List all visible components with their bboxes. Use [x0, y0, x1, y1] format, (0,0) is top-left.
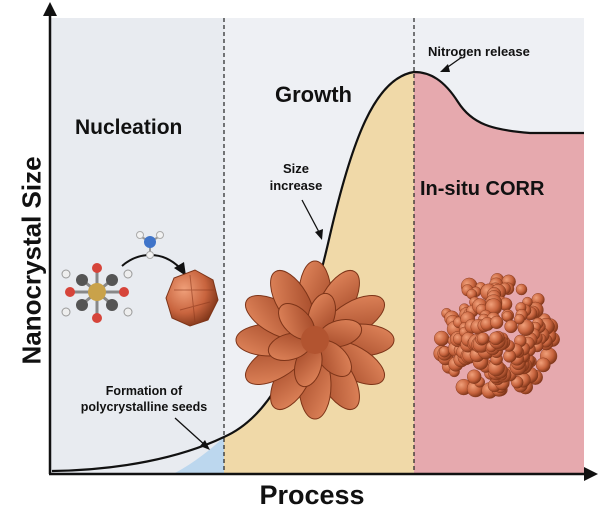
cluster-particle — [434, 330, 450, 347]
seed-region-fill — [175, 437, 224, 473]
size-pointer-arrowhead-icon — [315, 229, 323, 240]
cluster-particle — [489, 331, 503, 346]
cluster-particle — [514, 313, 525, 325]
seeds-pointer-arrowhead-icon — [200, 440, 210, 450]
x-axis-arrow-icon — [584, 467, 598, 481]
nucleation-label: Nucleation — [75, 116, 183, 139]
cluster-particle — [502, 310, 513, 322]
corr-label: In-situ CORR — [420, 178, 545, 200]
nitrogen-annotation: Nitrogen release — [428, 44, 530, 59]
size-pointer-arrow — [301, 199, 321, 235]
nucleation-region — [50, 18, 224, 473]
size-annotation-line1: Size — [282, 161, 309, 176]
size-curve — [51, 70, 584, 473]
precursor-molecule-icon — [61, 263, 133, 323]
seeds-annotation-line2: polycrystalline seeds — [80, 400, 208, 414]
cluster-particle — [504, 319, 518, 334]
cluster-particle — [476, 332, 490, 345]
y-axis-arrow-icon — [43, 2, 57, 16]
cluster-particle — [515, 283, 528, 296]
cluster-particle — [467, 369, 482, 384]
nanoparticle-cluster-icon — [433, 273, 560, 399]
nitrogen-pointer-arrowhead-icon — [440, 64, 450, 72]
reaction-arrowhead-icon — [174, 262, 186, 276]
nanoflower-icon — [235, 260, 395, 420]
seeds-annotation-line1: Formation of — [105, 384, 183, 398]
cluster-particle — [490, 315, 504, 330]
y-axis-label: Nanocrystal Size — [16, 156, 47, 365]
x-axis-label: Process — [259, 480, 365, 510]
ammonia-molecule-icon — [136, 231, 164, 259]
seeds-annotation: Formation of polycrystalline seeds — [64, 383, 224, 415]
size-annotation: Size increase — [258, 160, 334, 194]
polycrystalline-seed-icon — [165, 269, 219, 327]
size-annotation-line2: increase — [269, 178, 323, 193]
cluster-particle — [535, 357, 551, 373]
cluster-particle — [503, 349, 516, 363]
seeds-pointer-arrow — [174, 417, 207, 447]
growth-label: Growth — [275, 82, 352, 107]
